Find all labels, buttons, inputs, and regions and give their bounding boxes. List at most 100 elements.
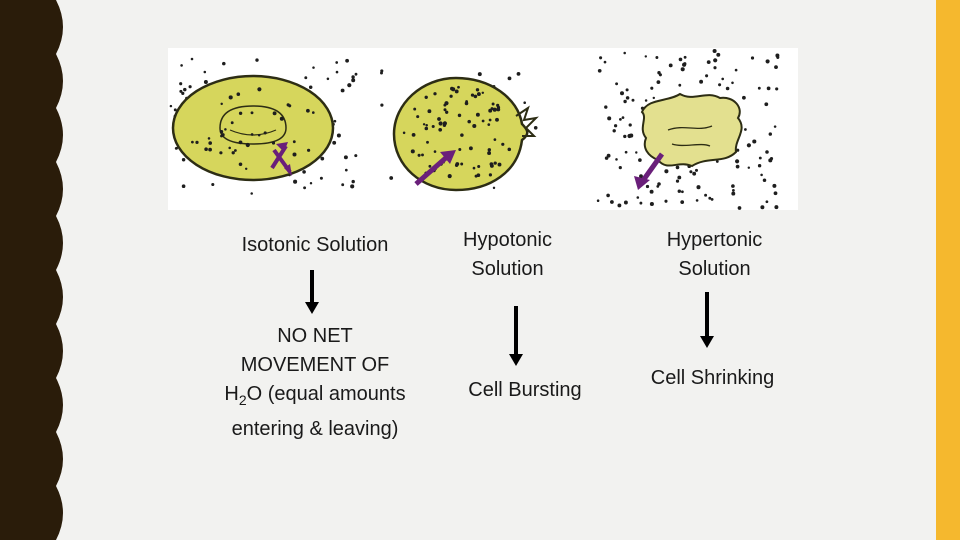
- water-molecule-dot: [735, 159, 740, 164]
- hypertonic-result-label: Cell Shrinking: [650, 367, 775, 389]
- water-molecule-dot: [678, 57, 683, 62]
- water-molecule-dot: [746, 143, 751, 148]
- water-molecule-dot: [350, 184, 355, 189]
- water-molecule-dot: [234, 149, 237, 152]
- water-molecule-dot: [694, 168, 699, 172]
- right-accent-bar: [936, 0, 960, 540]
- water-molecule-dot: [169, 104, 173, 108]
- water-molecule-dot: [204, 147, 208, 151]
- water-molecule-dot: [664, 199, 668, 203]
- water-formula-subscript: 2: [238, 392, 247, 408]
- water-molecule-dot: [621, 116, 625, 119]
- water-molecule-dot: [303, 186, 307, 190]
- water-molecule-dot: [652, 96, 656, 100]
- water-molecule-dot: [454, 89, 459, 94]
- water-molecule-dot: [613, 124, 618, 128]
- water-molecule-dot: [457, 85, 460, 89]
- water-molecule-dot: [336, 133, 341, 138]
- water-molecule-dot: [470, 93, 475, 97]
- water-molecule-dot: [271, 141, 276, 145]
- isotonic-down-arrow: [304, 270, 320, 314]
- water-molecule-dot: [402, 131, 406, 135]
- water-molecule-dot: [306, 148, 311, 152]
- water-molecule-dot: [760, 205, 765, 210]
- water-molecule-dot: [272, 111, 277, 116]
- water-molecule-dot: [438, 121, 443, 126]
- water-molecule-dot: [708, 196, 712, 200]
- water-molecule-dot: [657, 182, 661, 186]
- isotonic-result-line-2: MOVEMENT OF: [240, 354, 390, 376]
- water-molecule-dot: [704, 193, 708, 197]
- water-molecule-dot: [610, 200, 614, 204]
- water-molecule-dot: [181, 157, 186, 162]
- water-molecule-dot: [606, 193, 610, 198]
- water-molecule-dot: [772, 183, 777, 188]
- water-molecule-dot: [455, 162, 460, 166]
- water-molecule-dot: [657, 71, 661, 75]
- water-molecule-dot: [625, 96, 630, 100]
- water-molecule-dot: [445, 110, 449, 114]
- water-molecule-dot: [304, 76, 308, 80]
- water-molecule-dot: [312, 66, 315, 69]
- water-molecule-dot: [628, 123, 632, 127]
- water-molecule-dot: [758, 156, 762, 160]
- water-molecule-dot: [475, 88, 480, 92]
- water-molecule-dot: [228, 146, 231, 150]
- hypotonic-result-label: Cell Bursting: [468, 379, 582, 401]
- isotonic-cell-body: [171, 74, 335, 182]
- water-molecule-dot: [491, 102, 495, 106]
- water-molecule-dot: [428, 164, 432, 168]
- water-molecule-dot: [629, 133, 634, 138]
- water-molecule-dot: [344, 168, 348, 172]
- water-molecule-dot: [497, 162, 502, 167]
- water-molecule-dot: [207, 137, 211, 140]
- water-molecule-dot: [752, 139, 757, 144]
- water-molecule-dot: [493, 161, 497, 165]
- water-molecule-dot: [713, 58, 718, 63]
- water-molecule-dot: [677, 189, 682, 193]
- water-molecule-dot: [424, 126, 429, 131]
- water-molecule-dot: [257, 133, 261, 137]
- water-molecule-dot: [623, 200, 628, 205]
- water-molecule-dot: [332, 140, 337, 145]
- water-molecule-dot: [351, 78, 356, 83]
- water-molecule-dot: [489, 163, 494, 168]
- water-molecule-dot: [475, 112, 480, 117]
- water-molecule-dot: [769, 157, 774, 161]
- water-molecule-dot: [495, 117, 499, 122]
- water-molecule-dot: [683, 55, 687, 59]
- water-molecule-dot: [668, 63, 673, 68]
- water-molecule-dot: [731, 184, 735, 188]
- water-molecule-dot: [319, 176, 323, 180]
- water-molecule-dot: [426, 140, 429, 144]
- hypotonic-down-arrow: [508, 306, 524, 366]
- water-molecule-dot: [774, 65, 778, 69]
- water-molecule-dot: [721, 77, 725, 81]
- water-molecule-dot: [335, 70, 339, 74]
- water-molecule-dot: [335, 61, 339, 64]
- water-molecule-dot: [468, 146, 473, 151]
- water-molecule-dot: [656, 80, 661, 84]
- water-molecule-dot: [492, 107, 497, 112]
- water-molecule-dot: [774, 205, 779, 210]
- water-molecule-dot: [180, 64, 183, 67]
- water-molecule-dot: [238, 140, 243, 145]
- water-molecule-dot: [333, 119, 337, 123]
- water-molecule-dot: [655, 56, 659, 59]
- water-molecule-dot: [692, 171, 697, 176]
- water-molecule-dot: [308, 85, 313, 89]
- water-molecule-dot: [320, 156, 325, 161]
- hypertonic-solution-label: Hypertonic Solution: [622, 226, 807, 284]
- water-molecule-dot: [472, 123, 477, 129]
- water-molecule-dot: [619, 91, 625, 96]
- water-molecule-dot: [433, 150, 437, 153]
- water-molecule-dot: [750, 56, 755, 60]
- water-molecule-dot: [179, 82, 183, 86]
- hypertonic-label-line-1: Hypertonic: [666, 229, 763, 251]
- water-molecule-dot: [311, 111, 315, 114]
- water-molecule-dot: [443, 108, 447, 112]
- water-molecule-dot: [516, 72, 521, 76]
- water-molecule-dot: [425, 123, 428, 127]
- water-molecule-dot: [473, 94, 478, 99]
- water-molecule-dot: [181, 184, 186, 189]
